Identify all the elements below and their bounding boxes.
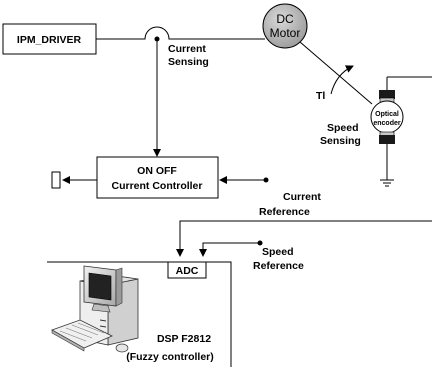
curved-arrow-icon	[330, 65, 354, 95]
current-sensing-node	[153, 36, 161, 157]
speed-reference-label-2: Reference	[253, 260, 304, 272]
speed-sensing-label-2: Sensing	[320, 135, 361, 147]
dc-motor: DC Motor	[262, 3, 308, 49]
ipm-driver-block: IPM_DRIVER	[2, 23, 97, 55]
encoder-label-2: encoder	[373, 120, 401, 127]
current-controller-block: ON OFF Current Controller	[96, 156, 219, 199]
dsp-label-2: (Fuzzy controller)	[126, 351, 214, 363]
motor-label-2: Motor	[270, 26, 301, 40]
encoder-label-1: Optical	[375, 111, 399, 118]
motor-shaft	[299, 41, 373, 105]
speed-sensing-label-1: Speed	[327, 122, 359, 134]
switch-terminal	[51, 171, 61, 189]
speed-reference-label-1: Speed	[262, 246, 294, 258]
adc-label: ADC	[176, 265, 199, 277]
current-reference-label-2: Reference	[259, 206, 310, 218]
speed-reference-input	[199, 240, 263, 257]
ipm-driver-label: IPM_DRIVER	[17, 34, 82, 46]
dsp-label-1: DSP F2812	[157, 333, 211, 345]
load-torque-label: Tl	[316, 90, 325, 102]
current-sensing-label-2: Sensing	[168, 56, 209, 68]
current-sensing-label-1: Current	[168, 43, 206, 55]
current-reference-label-1: Current	[283, 191, 321, 203]
drive-wire	[96, 26, 265, 40]
controller-label-2: Current Controller	[111, 180, 202, 192]
speed-feedback-wire	[176, 220, 432, 257]
dsp-block: ADC DSP F2812 (Fuzzy controller)	[47, 261, 232, 367]
controller-label-1: ON OFF	[137, 165, 177, 177]
current-reference-input	[219, 176, 269, 184]
optical-encoder: Optical encoder	[370, 76, 432, 180]
desktop-computer-icon	[51, 265, 139, 353]
ground-icon	[380, 179, 394, 187]
motor-label-1: DC	[276, 12, 294, 26]
